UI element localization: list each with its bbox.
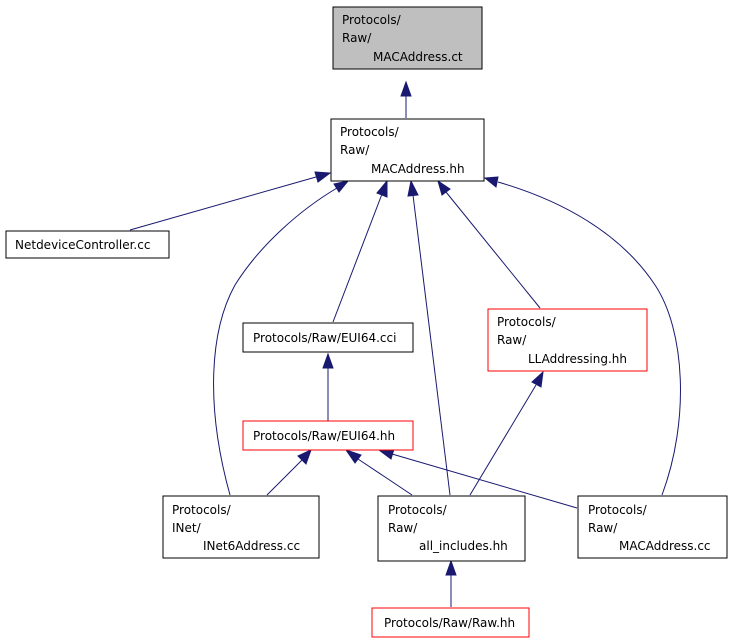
edge-inet6-to-eui64-hh — [266, 449, 312, 496]
edge-lladdr-to-mac-hh — [437, 179, 541, 309]
node-lladdressing-hh[interactable]: Protocols/ Raw/ LLAddressing.hh — [487, 308, 648, 372]
node-inet6address-cc-line-1: Protocols/ — [172, 503, 232, 517]
node-all-includes-hh-line-2: Raw/ — [388, 521, 418, 535]
node-netdevice-controller-cc-label: NetdeviceController.cc — [15, 238, 150, 252]
node-lladdressing-hh-line-2: Raw/ — [497, 333, 527, 347]
node-mac-cc-line-2: Raw/ — [588, 521, 618, 535]
node-mac-cc-line-3: MACAddress.cc — [619, 539, 711, 553]
node-raw-hh-label: Protocols/Raw/Raw.hh — [384, 616, 515, 630]
node-eui64-cci[interactable]: Protocols/Raw/EUI64.cci — [242, 322, 414, 353]
node-mac-cc[interactable]: Protocols/ Raw/ MACAddress.cc — [577, 495, 728, 559]
node-mac-hh-line-3: MACAddress.hh — [371, 162, 465, 176]
node-mac-hh-line-1: Protocols/ — [340, 125, 400, 139]
node-all-includes-hh[interactable]: Protocols/ Raw/ all_includes.hh — [377, 495, 526, 562]
edge-all-includes-to-eui64-hh — [344, 449, 413, 496]
edge-raw-hh-to-all-includes — [445, 559, 457, 607]
edge-inet6-to-mac-hh — [213, 180, 350, 496]
node-inet6address-cc[interactable]: Protocols/ INet/ INet6Address.cc — [162, 495, 320, 559]
edge-mac-cc-to-eui64-hh — [377, 448, 578, 509]
node-eui64-hh[interactable]: Protocols/Raw/EUI64.hh — [242, 420, 414, 451]
node-eui64-hh-label: Protocols/Raw/EUI64.hh — [253, 429, 395, 443]
edge-mac-cc-to-mac-hh — [483, 176, 681, 496]
node-mac-hh-line-2: Raw/ — [340, 143, 370, 157]
node-mac-ct-line-3: MACAddress.ct — [373, 50, 463, 64]
node-mac-cc-line-1: Protocols/ — [588, 503, 648, 517]
node-all-includes-hh-line-1: Protocols/ — [388, 503, 448, 517]
edge-mac-hh-to-mac-ct — [400, 80, 412, 118]
node-eui64-cci-label: Protocols/Raw/EUI64.cci — [253, 331, 396, 345]
edge-all-includes-to-lladdr — [469, 370, 544, 496]
node-all-includes-hh-line-3: all_includes.hh — [419, 539, 508, 553]
edge-netdev-to-mac-hh — [129, 171, 332, 231]
node-lladdressing-hh-line-3: LLAddressing.hh — [528, 352, 627, 366]
node-mac-ct-line-1: Protocols/ — [342, 13, 402, 27]
edge-all-includes-to-mac-hh — [407, 179, 451, 496]
node-mac-ct-line-2: Raw/ — [342, 31, 372, 45]
edge-eui64-cci-to-mac-hh — [332, 179, 388, 323]
node-raw-hh[interactable]: Protocols/Raw/Raw.hh — [371, 607, 530, 638]
node-inet6address-cc-line-3: INet6Address.cc — [203, 539, 300, 553]
edge-eui64-hh-to-eui64-cci — [322, 352, 334, 421]
node-lladdressing-hh-line-1: Protocols/ — [497, 315, 557, 329]
node-inet6address-cc-line-2: INet/ — [172, 521, 202, 535]
node-mac-ct[interactable]: Protocols/ Raw/ MACAddress.ct — [332, 6, 483, 70]
node-mac-hh[interactable]: Protocols/ Raw/ MACAddress.hh — [330, 118, 485, 182]
node-netdevice-controller-cc[interactable]: NetdeviceController.cc — [5, 230, 170, 259]
